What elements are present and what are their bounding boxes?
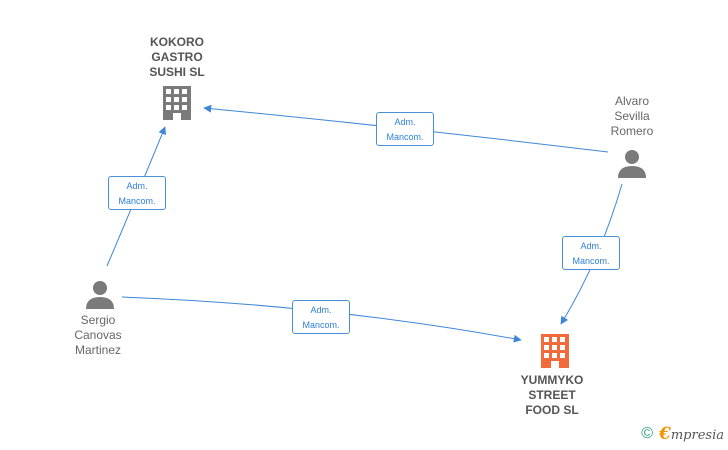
person-label-alvaro[interactable]: Alvaro Sevilla Romero — [610, 94, 654, 138]
edge-label-sergio-kokoro: Adm. Mancom. — [108, 176, 166, 210]
building-icon-highlight[interactable] — [541, 334, 569, 368]
footer-brand: © €mpresia — [641, 424, 724, 444]
person-icon[interactable] — [86, 281, 114, 309]
edge-label-alvaro-kokoro: Adm. Mancom. — [376, 112, 434, 146]
person-icon[interactable] — [618, 150, 646, 178]
edge-label-alvaro-yummyko: Adm. Mancom. — [562, 236, 620, 270]
person-label-sergio[interactable]: Sergio Canovas Martinez — [74, 313, 122, 357]
copyright-icon: © — [641, 425, 654, 442]
company-label-yummyko[interactable]: YUMMYKO STREET FOOD SL — [520, 373, 584, 417]
edge-label-sergio-yummyko: Adm. Mancom. — [292, 300, 350, 334]
company-label-kokoro[interactable]: KOKORO GASTRO SUSHI SL — [149, 35, 205, 79]
brand-logo: €mpresia — [659, 424, 724, 444]
building-icon[interactable] — [163, 86, 191, 120]
